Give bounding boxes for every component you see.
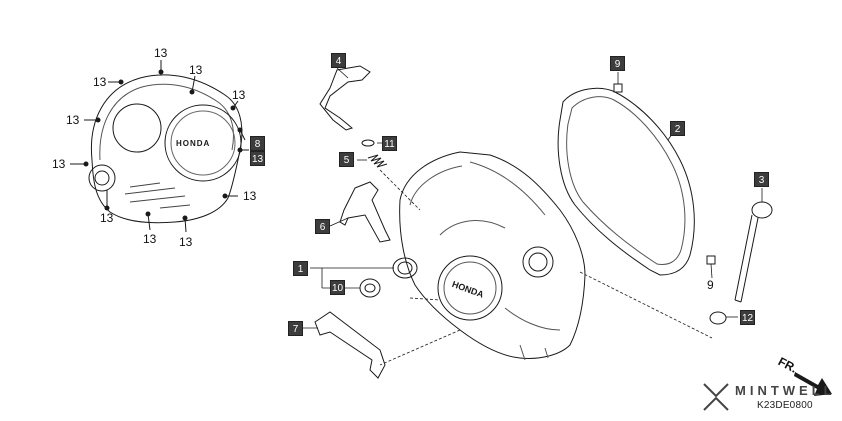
- front-direction-arrow: [794, 372, 832, 396]
- callout-13: 13: [243, 189, 257, 203]
- callout-8: 8: [250, 136, 265, 151]
- honda-logo-main: HONDA: [451, 279, 486, 300]
- callout-13: 13: [154, 46, 168, 60]
- part-6-bracket: [339, 181, 391, 243]
- callout-12: 12: [740, 310, 755, 325]
- part-9-dowel-top: [613, 83, 623, 93]
- callout-1: 1: [293, 261, 308, 276]
- brand-logo-mark: [703, 383, 729, 411]
- callout-9: 9: [610, 56, 625, 71]
- callout-5: 5: [339, 152, 354, 167]
- part-4-lever: [319, 65, 371, 131]
- callout-2: 2: [670, 121, 685, 136]
- callout-3: 3: [754, 172, 769, 187]
- honda-logo-small: HONDA: [176, 139, 210, 148]
- leader-lines: [300, 67, 763, 366]
- part-2-gasket: [557, 87, 695, 276]
- callout-7: 7: [288, 321, 303, 336]
- callout-13: 13: [232, 88, 246, 102]
- callout-4: 4: [331, 53, 346, 68]
- part-3-dipstick: [734, 201, 773, 303]
- diagram-code: K23DE0800: [757, 400, 813, 411]
- callout-13-boxed: 13: [250, 151, 265, 166]
- callout-9-plain: 9: [707, 278, 714, 292]
- part-11-washer: [361, 139, 375, 147]
- callout-11: 11: [382, 136, 397, 151]
- callout-13: 13: [100, 211, 114, 225]
- part-12-oring: [709, 311, 727, 325]
- callout-13: 13: [93, 75, 107, 89]
- part-7-guide: [314, 311, 386, 379]
- callout-10: 10: [330, 280, 345, 295]
- part-1-seal: [392, 257, 418, 279]
- part-10-bearing: [359, 278, 381, 298]
- callout-13: 13: [189, 63, 203, 77]
- outer-cover-small: HONDA: [88, 74, 243, 224]
- bolt-leaders: [70, 60, 249, 233]
- callout-13: 13: [143, 232, 157, 246]
- callout-6: 6: [315, 219, 330, 234]
- right-crankcase-cover: HONDA: [399, 151, 586, 361]
- part-9-dowel-right: [706, 255, 716, 265]
- part-5-spring: [367, 154, 388, 168]
- brand-watermark: MINTWELL: [735, 383, 836, 398]
- callout-13: 13: [179, 235, 193, 249]
- callout-13: 13: [66, 113, 80, 127]
- callout-13: 13: [52, 157, 66, 171]
